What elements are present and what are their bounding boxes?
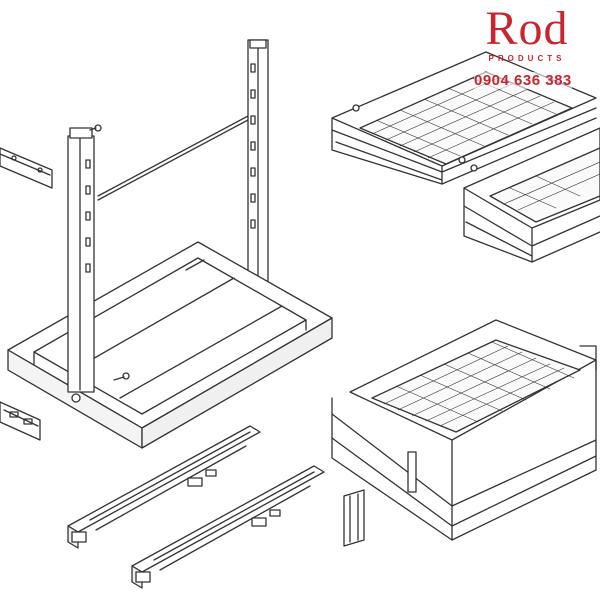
brand-logo: Rod PRODUCTS [462,2,592,64]
large-basket [332,320,596,540]
connector-clip [344,490,364,546]
side-bracket-top [0,148,52,188]
drawer-slide-lower [132,466,324,588]
logo-subtitle: PRODUCTS [488,54,566,63]
logo-wordmark: Rod [485,2,569,55]
phone-number: 0904 636 383 [474,72,572,89]
side-bracket-bottom [0,402,40,440]
upper-basket-right [464,128,600,262]
drawer-slide-upper [68,426,260,548]
frame-with-posts [8,40,332,448]
